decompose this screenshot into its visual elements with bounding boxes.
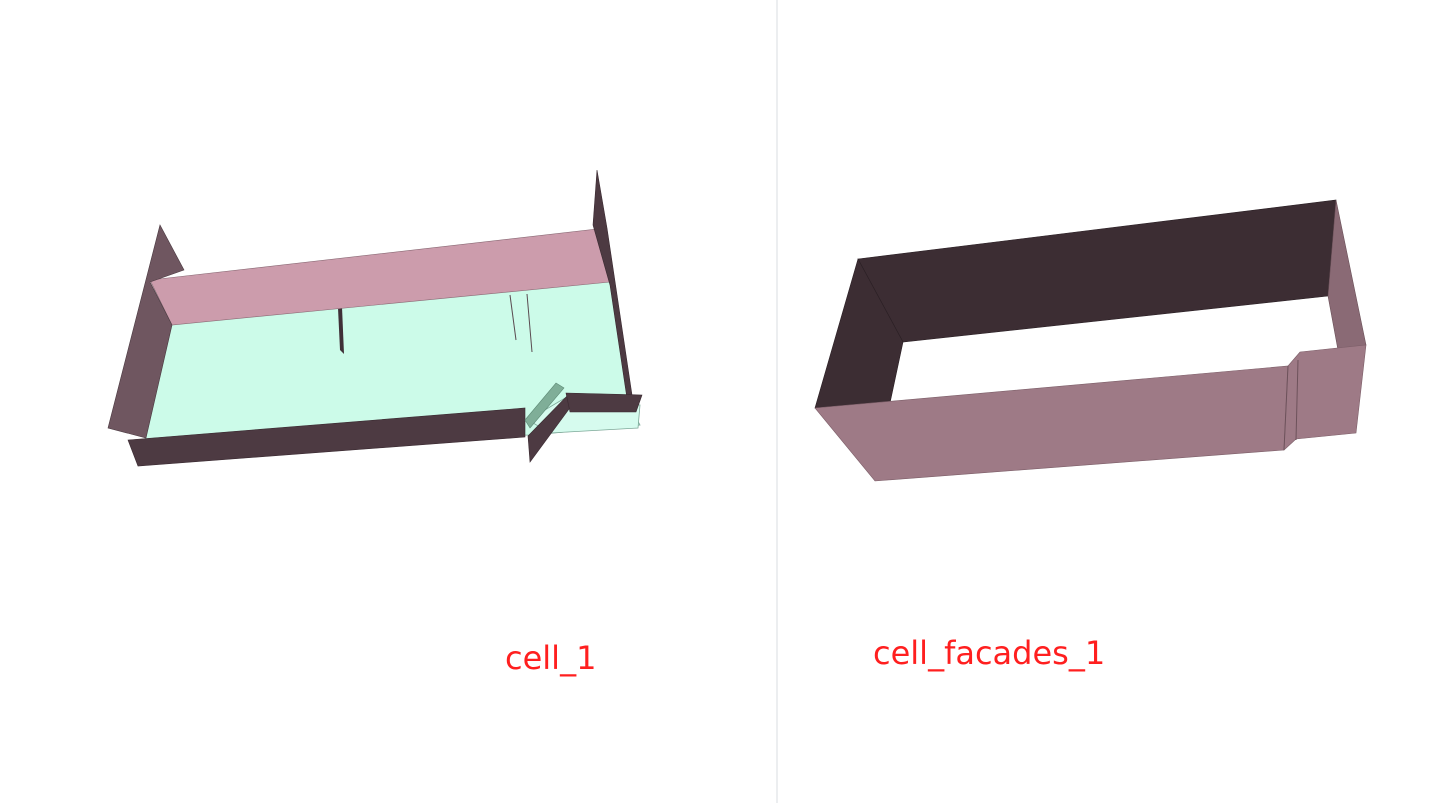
cell-1-panel: cell_1: [0, 0, 776, 803]
cell-1-label: cell_1: [505, 639, 597, 677]
cell-1-interior-edge: [526, 293, 533, 353]
cell-facades-1-label: cell_facades_1: [873, 634, 1106, 672]
facade-back-wall: [857, 199, 1337, 343]
facade-notch-edge: [1295, 359, 1299, 441]
cell-1-interior-edge: [509, 294, 517, 341]
cell-1-left-wall: [107, 224, 185, 439]
cell-1-notch-wall: [565, 392, 643, 413]
cell-1-viewport[interactable]: [0, 0, 776, 803]
cell-1-interior-fin: [338, 307, 344, 354]
facade-notch-edge: [1283, 365, 1289, 451]
cell-1-ramp: [524, 382, 565, 429]
cell-1-front-wall: [127, 407, 526, 467]
cell-facades-1-viewport[interactable]: [778, 0, 1434, 803]
cell-facades-1-panel: cell_facades_1: [778, 0, 1434, 803]
view-divider: [776, 0, 778, 803]
